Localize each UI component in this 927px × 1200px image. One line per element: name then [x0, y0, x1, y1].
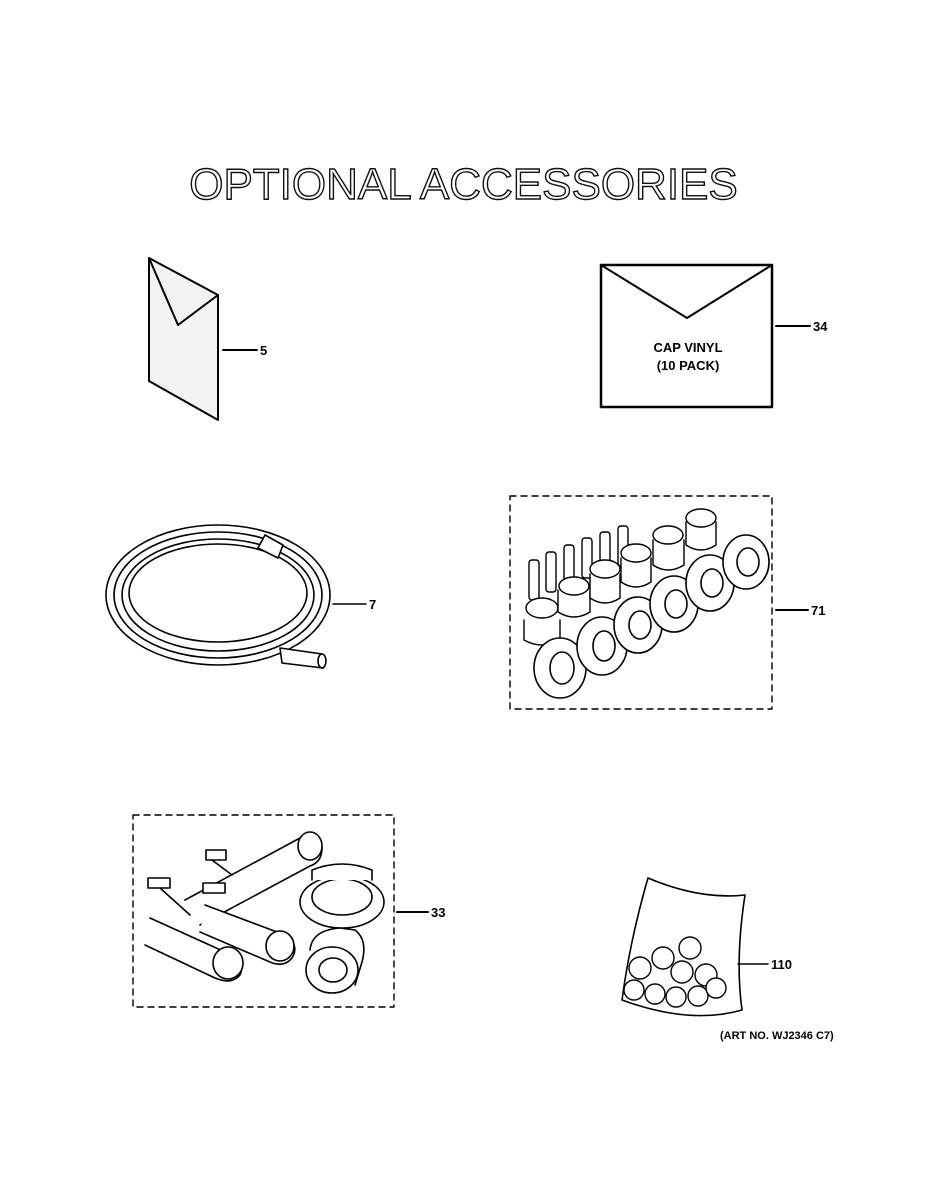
envelope-label-line2: (10 PACK)	[656, 358, 720, 373]
manual-sheet-icon	[148, 257, 258, 421]
fittings-group-icon	[132, 814, 429, 1008]
page-title: OPTIONAL ACCESSORIES	[189, 159, 739, 209]
art-number: (ART NO. WJ2346 C7)	[720, 1030, 834, 1042]
callout-envelope: 34	[813, 319, 828, 334]
callout-bag: 110	[771, 957, 792, 972]
envelope-label-line1: CAP VINYL	[653, 340, 723, 355]
callout-fittings: 33	[431, 905, 446, 920]
envelope-icon	[599, 263, 811, 409]
knob-bag-icon	[621, 877, 769, 1017]
tubing-coil-icon	[105, 524, 367, 669]
callout-tubing: 7	[369, 597, 377, 612]
caps-group-icon	[509, 495, 809, 710]
callout-caps: 71	[811, 603, 826, 618]
callout-manual: 5	[260, 343, 268, 358]
